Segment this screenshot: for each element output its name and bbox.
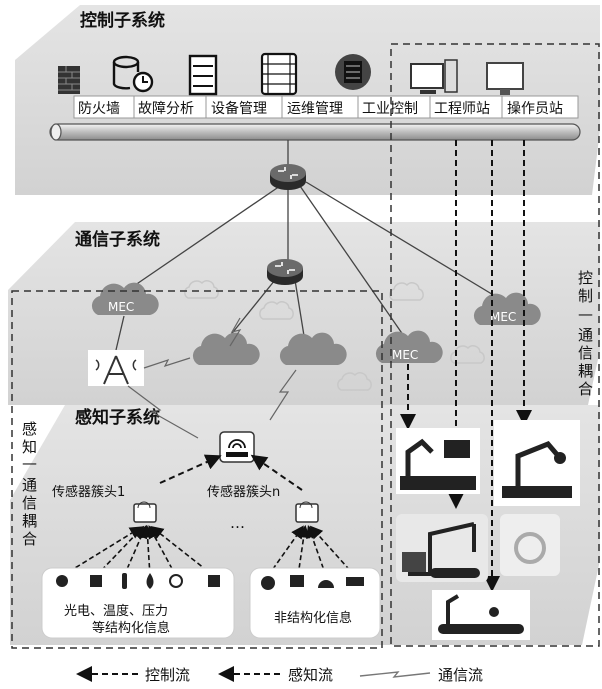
svg-text:—: — (22, 454, 37, 472)
svg-text:信: 信 (22, 494, 37, 512)
robot-arm-icon (494, 420, 580, 506)
svg-text:感: 感 (22, 420, 37, 438)
control-item-firewall: 防火墙 (78, 101, 120, 117)
ellipsis: … (230, 514, 245, 532)
cluster-head-1-label: 传感器簇头1 (52, 484, 125, 500)
flame-icon (146, 573, 154, 589)
firewall-icon (58, 66, 80, 94)
sensor-icons-structured (56, 573, 220, 589)
mec-cloud-3: MEC (473, 292, 541, 325)
industrial-control-icon (335, 54, 371, 90)
mec-label: MEC (392, 348, 418, 362)
legend-control-flow: 控制流 (145, 666, 190, 684)
structured-info-line-2: 等结构化信息 (92, 620, 170, 636)
gauge-icon (169, 574, 183, 588)
legend-comm-flow: 通信流 (438, 666, 483, 684)
svg-text:通: 通 (578, 326, 593, 344)
control-bus (49, 123, 581, 141)
automated-machine-icon (500, 514, 560, 576)
cluster-head-n-label: 传感器簇头n (207, 484, 280, 500)
mec-cloud-2: MEC (375, 330, 443, 363)
sense-comm-coupling-box (11, 290, 383, 649)
comm-flow-links (127, 317, 297, 439)
thermometer-icon (122, 573, 127, 589)
svg-text:信: 信 (578, 344, 593, 362)
webcam-icon (261, 576, 275, 590)
control-item-industrial-control: 工业控制 (362, 101, 418, 117)
control-label-boxes (73, 95, 579, 119)
mec-label: MEC (490, 310, 516, 324)
svg-text:知: 知 (22, 438, 37, 456)
unstructured-info-label: 非结构化信息 (274, 610, 352, 626)
robot-production-line-icon (396, 428, 480, 494)
comm-layer-plate (8, 222, 600, 405)
control-comm-coupling-label: 控 制 — 通 信 耦 合 (578, 269, 593, 398)
gateway-icon (219, 431, 255, 463)
comm-router-icon (266, 258, 304, 286)
bulb-icon (56, 575, 68, 587)
structured-info-line-1: 光电、温度、压力 (64, 603, 168, 619)
control-comm-coupling-box (390, 43, 600, 647)
camera-icon (290, 575, 304, 587)
svg-text:—: — (578, 305, 593, 323)
device-management-icon (188, 54, 218, 96)
alert-icon (90, 575, 102, 587)
svg-text:合: 合 (22, 530, 37, 548)
conveyor-icon (432, 590, 530, 640)
control-item-engineer-station: 工程师站 (434, 101, 490, 117)
ops-management-icon (260, 52, 298, 96)
router-icon-cluster-n (295, 501, 319, 523)
comm-layer-title: 通信子系统 (75, 229, 160, 250)
base-station-icon (88, 350, 144, 386)
mec-cloud-1: MEC (91, 282, 159, 315)
engineer-station-icon (410, 59, 458, 94)
svg-text:耦: 耦 (578, 362, 593, 380)
sense-flow-arrows (159, 454, 303, 491)
sense-comm-coupling-label: 感 知 — 通 信 耦 合 (22, 420, 37, 548)
control-item-fault-analysis: 故障分析 (138, 101, 194, 117)
operator-station-icon (486, 62, 524, 95)
legend-sense-flow: 感知流 (288, 666, 333, 684)
cctv-icon (346, 577, 364, 586)
svg-text:通: 通 (22, 476, 37, 494)
fault-analysis-icon (112, 55, 154, 93)
control-layer-title: 控制子系统 (80, 10, 165, 31)
control-item-device-management: 设备管理 (211, 100, 267, 117)
legend: 控制流 感知流 通信流 (76, 666, 483, 684)
svg-text:耦: 耦 (22, 512, 37, 530)
control-item-ops-management: 运维管理 (287, 101, 343, 117)
svg-text:合: 合 (578, 380, 593, 398)
dome-camera-icon (318, 580, 334, 588)
crane-icon (396, 514, 488, 582)
sense-layer-title: 感知子系统 (75, 407, 160, 428)
router-icon-cluster-1 (133, 501, 157, 523)
control-item-operator-station: 操作员站 (507, 101, 563, 117)
svg-text:制: 制 (578, 287, 593, 305)
valve-icon (208, 575, 220, 587)
sensor-icons-unstructured (261, 575, 364, 590)
core-router-icon (269, 163, 307, 191)
legend-comm-flow-swatch (359, 671, 431, 678)
svg-text:控: 控 (578, 269, 593, 287)
mec-label: MEC (108, 300, 134, 314)
